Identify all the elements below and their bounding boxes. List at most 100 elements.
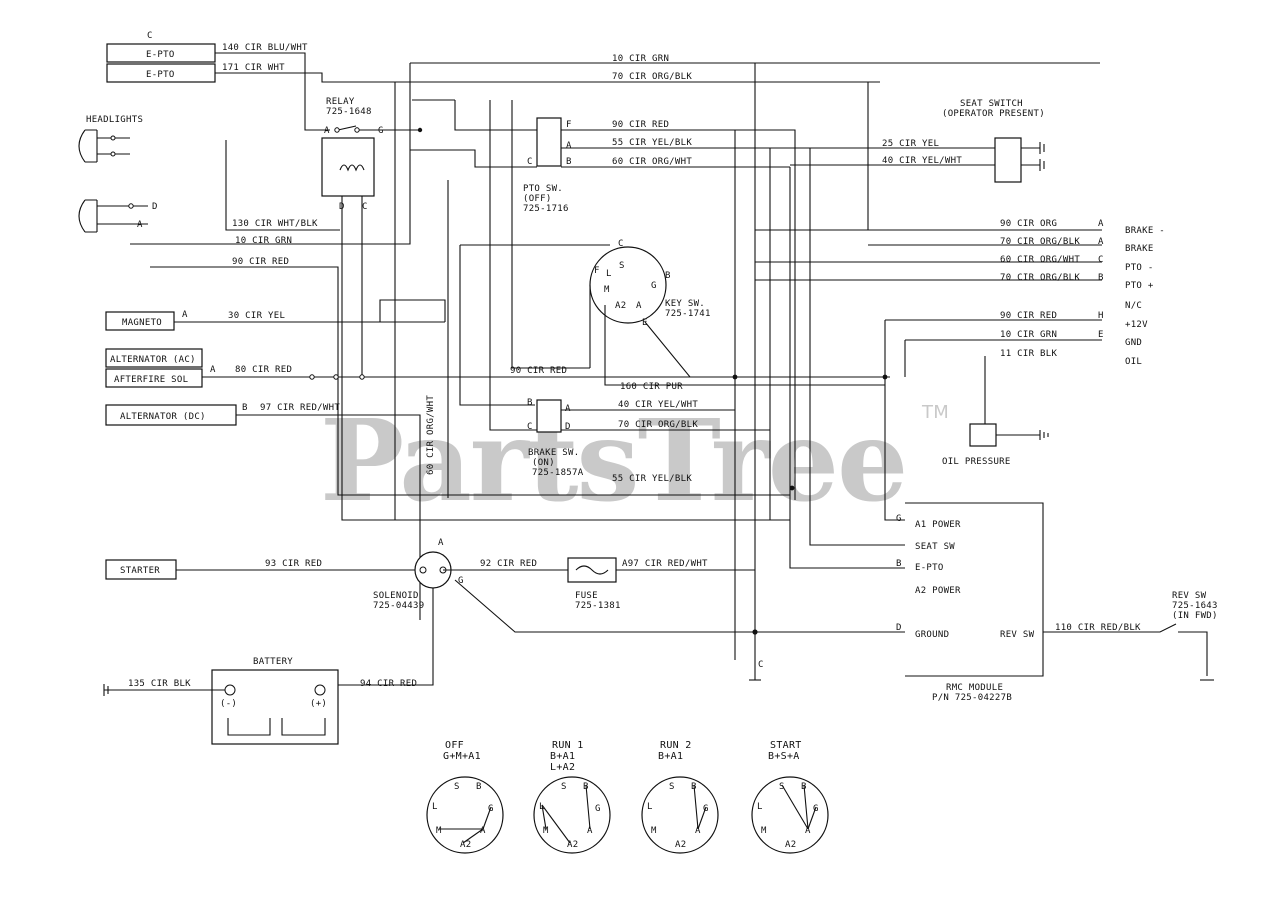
key-position-combo: B+A1 [550, 751, 575, 762]
key-pin-label: L [647, 802, 653, 812]
wire-brake-c [489, 100, 537, 431]
headlight-1-node-b [110, 151, 116, 157]
key-pin-label: A [695, 826, 701, 836]
wire-label-94: 94 CIR RED [360, 679, 417, 689]
relay-contact [337, 125, 418, 131]
key-pin-label: A2 [675, 840, 686, 850]
bus-790 [789, 167, 905, 569]
wire-label-40: 40 CIR YEL/WHT [882, 156, 962, 166]
relay-coil [339, 164, 365, 172]
relay-node-a [334, 127, 340, 133]
key-pin-label: M [543, 826, 549, 836]
oil-pressure-title: OIL PRESSURE [942, 457, 1011, 467]
junction-dot [789, 485, 795, 491]
oil-ground-icon [996, 430, 1049, 440]
key-pin-label: L [539, 802, 545, 812]
wire-label-130: 130 CIR WHT/BLK [232, 219, 318, 229]
seat-switch-box [994, 137, 1022, 183]
watermark: PartsTree [320, 396, 906, 527]
ground-pin-c: C [758, 660, 764, 670]
wire-140 [215, 52, 330, 131]
alternator-dc-pin: B [242, 403, 248, 413]
rev-sw-state: (IN FWD) [1172, 611, 1218, 621]
watermark-tm: TM [921, 402, 949, 423]
alternator-dc-label: ALTERNATOR (DC) [120, 412, 206, 422]
key-pin-a: A [636, 301, 642, 311]
key-pin-label: L [757, 802, 763, 812]
wire-135 [103, 684, 225, 696]
key-pin-label: A2 [460, 840, 471, 850]
oil-pressure-sensor [969, 423, 997, 447]
wire-label-10grn-right: 10 CIR GRN [1000, 330, 1057, 340]
brake-pin-a: A [565, 404, 571, 414]
pto-title: PTO SW. [523, 184, 563, 194]
right-label-pto-pos: PTO + [1125, 281, 1154, 291]
wire-label-80red: 80 CIR RED [235, 365, 292, 375]
key-pin-b: B [665, 271, 671, 281]
headlight-2-wire [97, 205, 148, 225]
key-link [462, 828, 484, 844]
rmc-module-outline [905, 502, 1044, 677]
right-label-gnd: GND [1125, 338, 1142, 348]
brake-state: (ON) [532, 458, 555, 468]
wire-label-40-mid: 40 CIR YEL/WHT [618, 400, 698, 410]
key-pin-label: S [669, 782, 675, 792]
rmc-label-seat: SEAT SW [915, 542, 955, 552]
pto-pin-b: B [566, 157, 572, 167]
right-label-12v: +12V [1125, 320, 1148, 330]
rmc-label-a1: A1 POWER [915, 520, 961, 530]
solenoid-pin-g: G [458, 576, 464, 586]
junction-dots [309, 127, 888, 635]
wire-label-10grn-left: 10 CIR GRN [235, 236, 292, 246]
wire-label-10grn: 10 CIR GRN [612, 54, 669, 64]
key-pin-label: A [480, 826, 486, 836]
solenoid-title: SOLENOID [373, 591, 419, 601]
headlights-title: HEADLIGHTS [86, 115, 143, 125]
wire-label-11blk: 11 CIR BLK [1000, 349, 1057, 359]
right-pin-1: A [1098, 219, 1104, 229]
starter-label: STARTER [120, 566, 160, 576]
relay-title: RELAY [326, 97, 355, 107]
key-link [803, 784, 809, 830]
rmc-label-ground: GROUND [915, 630, 949, 640]
wire-130 [225, 140, 340, 231]
key-pin-label: A2 [785, 840, 796, 850]
wire-label-70-right-2: 70 CIR ORG/BLK [1000, 273, 1080, 283]
wire-10-grn-left [130, 63, 411, 245]
key-pin-l: L [606, 269, 612, 279]
wire-90-red-left [150, 266, 790, 496]
brake-pin-d: D [565, 422, 571, 432]
key-pin-a2: A2 [615, 301, 626, 311]
right-pin-3: C [1098, 255, 1104, 265]
wire-label-70-right: 70 CIR ORG/BLK [1000, 237, 1080, 247]
key-pin-label: M [436, 826, 442, 836]
key-link [482, 806, 492, 830]
epto-label-1: E-PTO [146, 50, 175, 60]
pto-part: 725-1716 [523, 204, 569, 214]
afterfire-label: AFTERFIRE SOL [114, 375, 188, 385]
wire-label-60-right: 60 CIR ORG/WHT [1000, 255, 1080, 265]
key-position-name: OFF [445, 740, 464, 751]
key-link [541, 804, 547, 830]
wire-label-140: 140 CIR BLU/WHT [222, 43, 308, 53]
rmc-label-a2: A2 POWER [915, 586, 961, 596]
key-pin-c: C [618, 239, 624, 249]
wire-label-171: 171 CIR WHT [222, 63, 285, 73]
wire-label-90red-right: 90 CIR RED [1000, 311, 1057, 321]
key-pin-f: F [594, 266, 600, 276]
battery-title: BATTERY [253, 657, 293, 667]
alternator-ac-label: ALTERNATOR (AC) [110, 355, 196, 365]
relay-box [321, 137, 375, 197]
key-pin-s: S [619, 261, 625, 271]
brake-switch-box [536, 399, 562, 433]
battery-pos: (+) [310, 699, 327, 709]
pto-pin-c: C [527, 157, 533, 167]
junction-dot [732, 374, 738, 380]
wire-label-55-mid: 55 CIR YEL/BLK [612, 474, 692, 484]
wire-ground [454, 579, 905, 633]
right-pin-4: B [1098, 273, 1104, 283]
headlight-2-node-d [128, 203, 134, 209]
key-link [585, 784, 591, 830]
wire-label-160: 160 CIR PUR [620, 382, 683, 392]
